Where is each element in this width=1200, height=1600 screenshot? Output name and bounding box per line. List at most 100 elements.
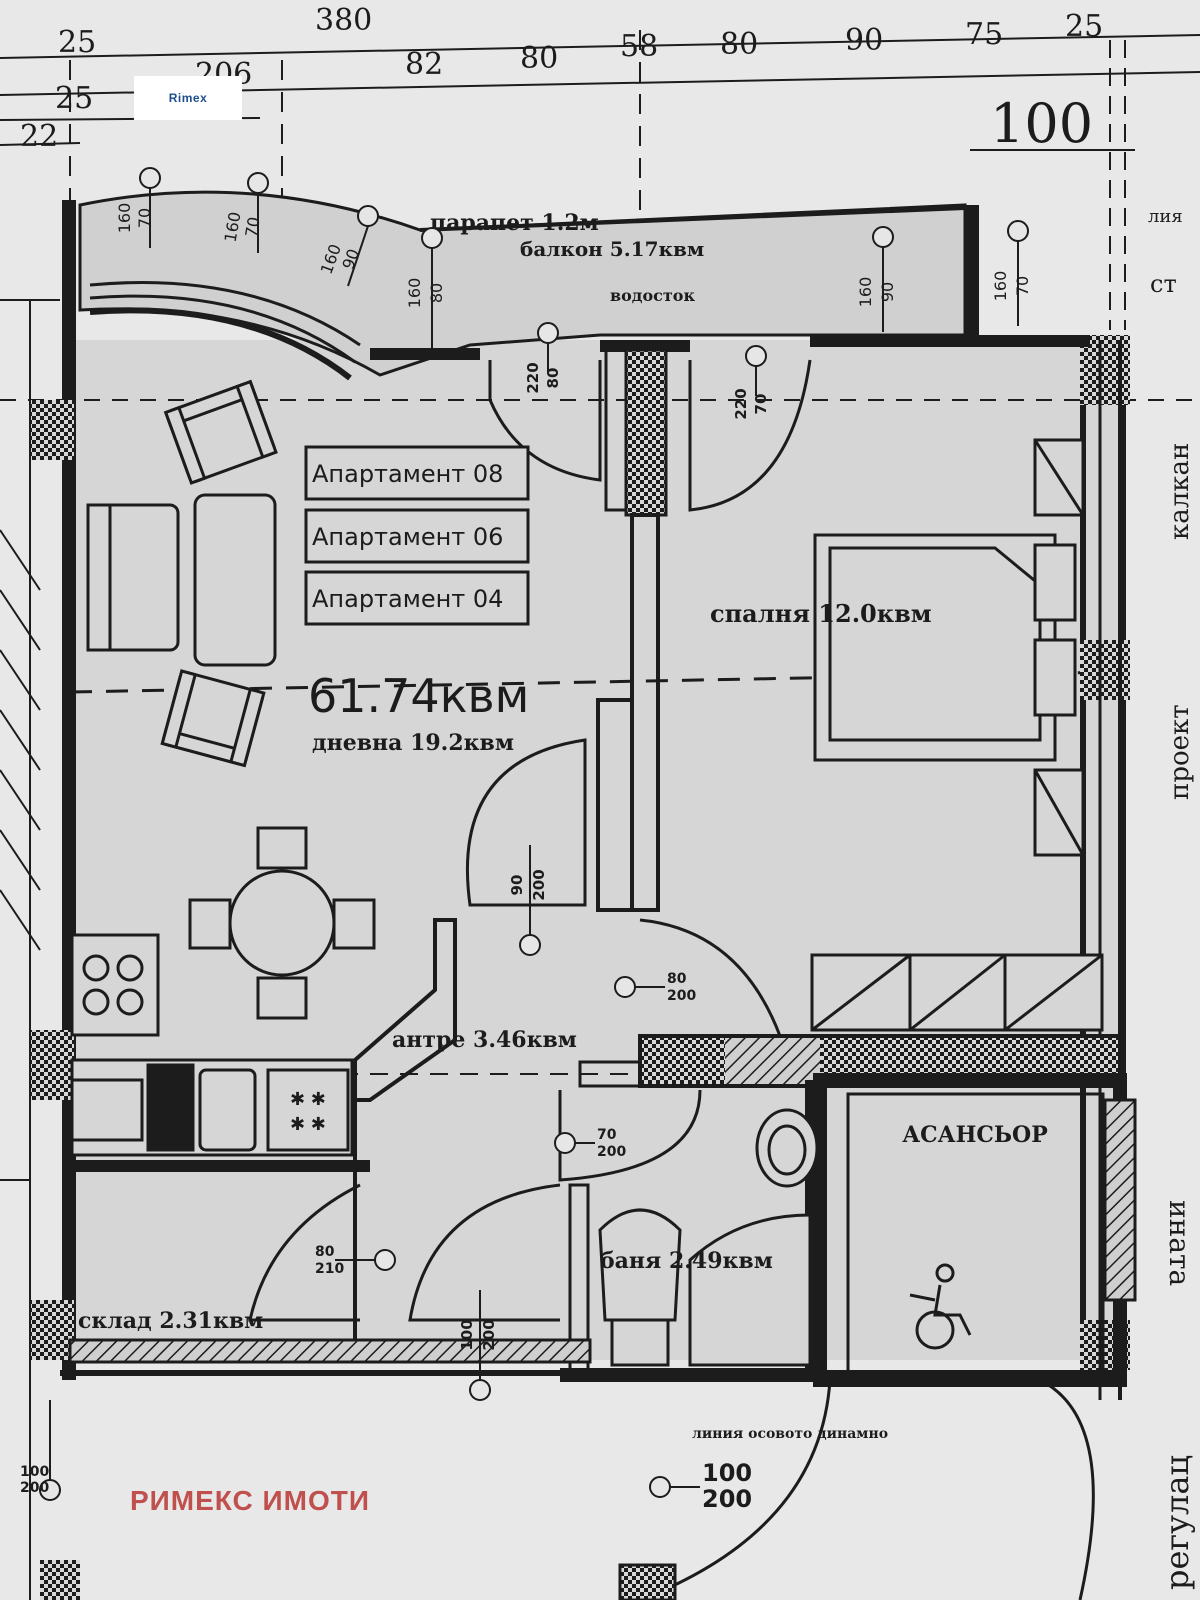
window-tag: 70 160: [991, 220, 1032, 326]
door-tag: 80 220: [524, 322, 562, 394]
drain-label: водосток: [610, 286, 695, 305]
pillow-bottom: [1033, 638, 1077, 717]
armchair-top: [163, 379, 278, 485]
dim-58: 58: [620, 29, 658, 64]
total-area-label: 61.74квм: [308, 669, 529, 723]
door-swings: [248, 359, 1095, 1600]
svg-text:70: 70: [135, 208, 154, 228]
door-tag: 80 210: [315, 1244, 396, 1277]
apartment-04-label: Апартамент 04: [312, 585, 503, 613]
kitchen: ✱ ✱ ✱ ✱: [70, 933, 354, 1157]
dim-top-25: 25: [58, 25, 96, 60]
apartment-tags: Апартамент 08 Апартамент 06 Апартамент 0…: [304, 445, 530, 626]
svg-text:220: 220: [732, 388, 750, 419]
sink: [70, 1078, 144, 1142]
svg-text:100: 100: [458, 1319, 476, 1350]
storage-label: склад 2.31квм: [78, 1308, 263, 1334]
apartment-floor: [70, 340, 1110, 1360]
svg-text:220: 220: [524, 362, 542, 393]
door-tag: 100 200: [649, 1459, 752, 1513]
dim-82: 82: [405, 47, 443, 82]
toilet: [598, 1208, 682, 1322]
window-tag: 70 160: [115, 167, 161, 248]
window-tag: 90 160: [856, 226, 897, 332]
svg-text:90: 90: [508, 875, 526, 896]
side-text-tall: ината: [1163, 1200, 1196, 1286]
fridge: [198, 1068, 257, 1152]
bath-label: баня 2.49квм: [600, 1248, 773, 1274]
dimension-labels: 25 380 25 22 206 82 80 58 80 90 75 25 10…: [20, 3, 1103, 155]
door-tag: 70 220: [732, 345, 770, 420]
dining-table: [188, 826, 376, 1020]
door-tags: 80 220 70 220 90 200 80 200 70 200: [20, 322, 770, 1513]
dim-80b: 80: [720, 27, 758, 62]
balcony-label: балкон 5.17квм: [520, 237, 704, 261]
elevator-label: АСАНСЬОР: [902, 1122, 1048, 1148]
bottom-note: линия осовото динамно: [692, 1426, 888, 1442]
svg-text:✱ ✱: ✱ ✱: [290, 1114, 326, 1135]
side-text-bottom: регулац: [1158, 1455, 1196, 1590]
svg-text:200: 200: [667, 988, 696, 1004]
door-tag: 100 200: [20, 1400, 61, 1501]
svg-text:✱ ✱: ✱ ✱: [290, 1089, 326, 1110]
stove-burners: [82, 954, 144, 1016]
dim-top-380: 380: [315, 3, 372, 38]
dim-row2-25: 25: [55, 81, 93, 116]
apartment-06-label: Апартамент 06: [312, 523, 503, 551]
svg-text:160: 160: [405, 278, 424, 309]
svg-text:200: 200: [702, 1485, 752, 1513]
svg-text:200: 200: [480, 1319, 498, 1350]
company-logo: Rimex: [134, 76, 242, 120]
sofa: [86, 493, 277, 667]
svg-text:70: 70: [752, 394, 770, 415]
dim-75: 75: [965, 17, 1003, 52]
door-tag: 90 200: [508, 845, 548, 956]
side-text-mid: проект: [1165, 704, 1195, 800]
column-bottom: [618, 1563, 677, 1600]
bathroom-fixtures: [598, 1108, 819, 1367]
dim-80a: 80: [520, 41, 558, 76]
shower: [688, 1213, 812, 1367]
apartment-08-label: Апартамент 08: [312, 460, 503, 488]
logo-text: Rimex: [168, 91, 208, 105]
svg-text:100: 100: [20, 1464, 49, 1480]
elevator: АСАНСЬОР: [902, 1122, 1048, 1350]
svg-text:160: 160: [856, 277, 875, 308]
bedroom-furniture: [810, 438, 1104, 1032]
svg-text:80: 80: [544, 368, 562, 389]
svg-text:80: 80: [315, 1244, 335, 1260]
parapet-label: парапет 1.2м: [430, 210, 599, 236]
living-room-label: дневна 19.2квм: [312, 730, 514, 756]
side-texts: калкан проект регулац ината лия ст: [1148, 206, 1196, 1590]
svg-text:70: 70: [597, 1127, 617, 1143]
cooktop-dots: ✱ ✱ ✱ ✱: [290, 1089, 326, 1135]
side-text-top: калкан: [1165, 443, 1195, 540]
svg-text:80: 80: [427, 283, 446, 303]
dim-row4-22: 22: [20, 119, 58, 154]
column-bottom-left: [40, 1560, 80, 1600]
svg-text:200: 200: [597, 1144, 626, 1160]
pillow-top: [1033, 543, 1077, 622]
svg-text:200: 200: [20, 1480, 49, 1496]
door-tag: 100 200: [458, 1290, 498, 1401]
bedroom-label: спалня 12.0квм: [710, 599, 932, 628]
svg-text:80: 80: [667, 971, 687, 987]
armchair-bottom: [160, 669, 266, 768]
svg-text:160: 160: [991, 271, 1010, 302]
balcony: парапет 1.2м балкон 5.17квм водосток: [78, 190, 979, 381]
svg-text:100: 100: [702, 1459, 752, 1487]
side-text-edge-1: лия: [1148, 206, 1183, 227]
svg-text:70: 70: [1013, 276, 1032, 296]
hall-label: антре 3.46квм: [392, 1027, 577, 1053]
side-text-edge-2: ст: [1150, 270, 1177, 298]
living-furniture: [86, 379, 376, 1020]
dim-100-big: 100: [990, 92, 1093, 155]
window-tag: 80 160: [405, 227, 446, 348]
watermark-text: РИМЕКС ИМОТИ: [130, 1485, 370, 1516]
svg-text:70: 70: [241, 215, 263, 238]
wheelchair-icon: [909, 1263, 972, 1350]
dim-25-right: 25: [1065, 9, 1103, 44]
svg-text:160: 160: [115, 203, 134, 234]
